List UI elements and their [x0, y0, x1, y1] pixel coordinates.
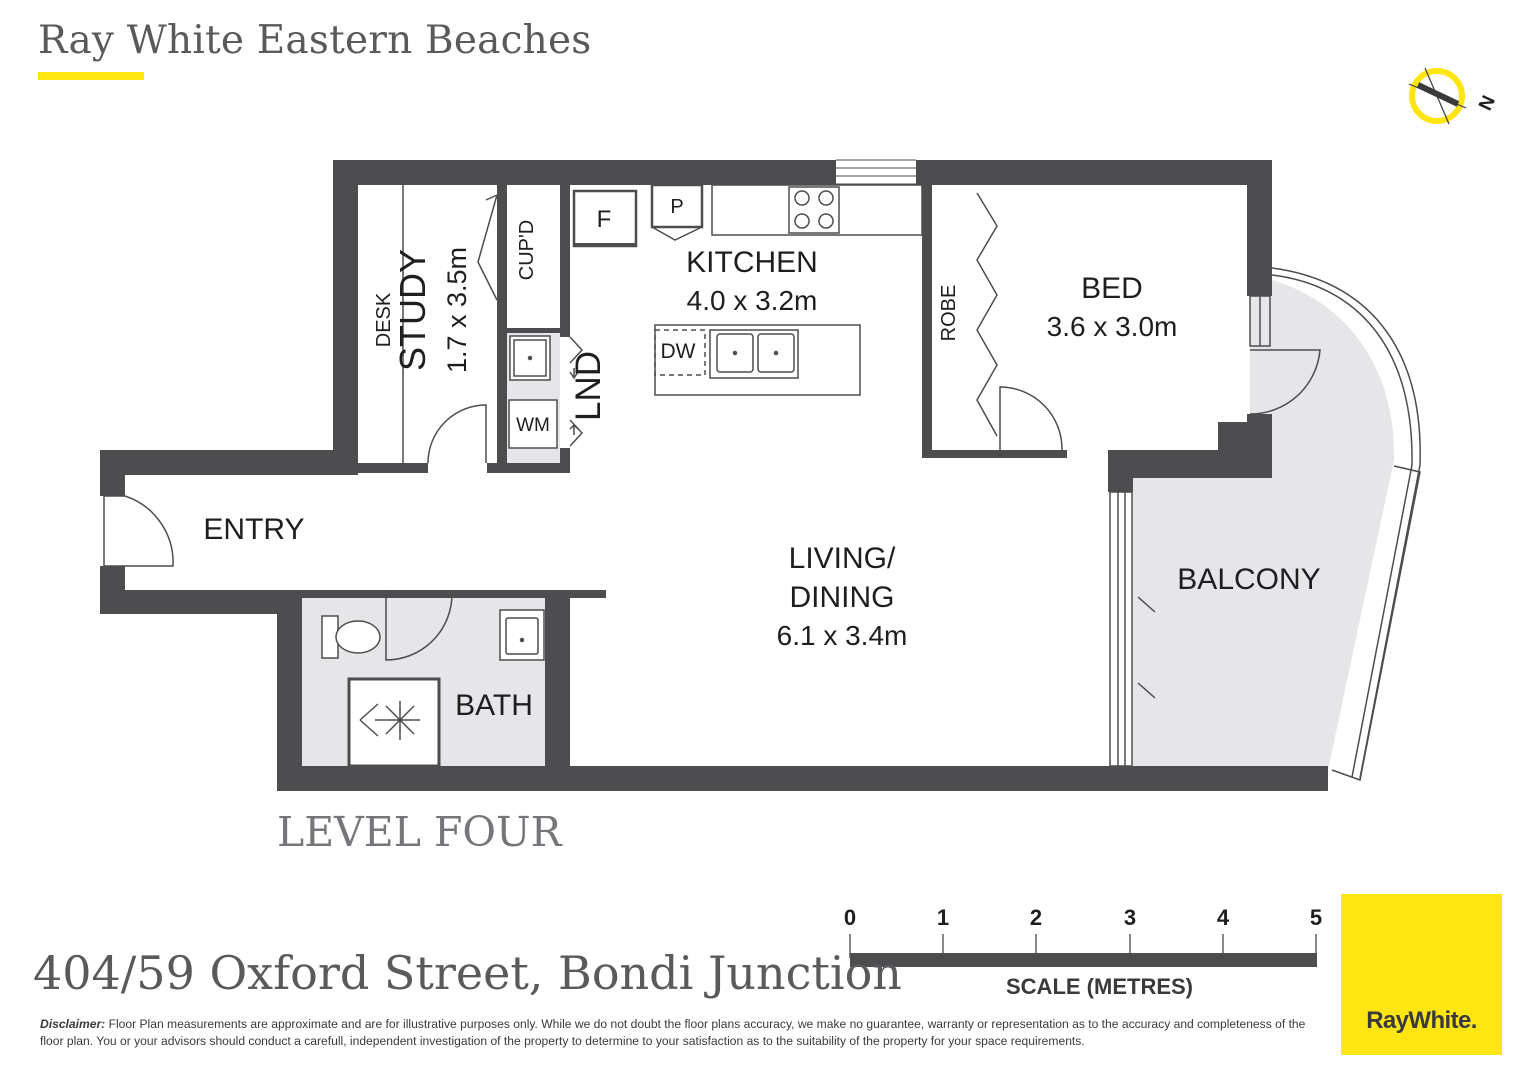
- walls: [100, 160, 1328, 791]
- room-label-study: STUDY: [392, 249, 433, 371]
- disclaimer-text: Floor Plan measurements are approximate …: [40, 1017, 1306, 1048]
- entry-door-icon: [103, 495, 174, 567]
- desk-label: DESK: [373, 292, 395, 347]
- room-size-study: 1.7 x 3.5m: [442, 247, 472, 373]
- room-label-bath: BATH: [455, 689, 533, 722]
- kitchen-fixtures: [572, 159, 923, 396]
- balcony-area: [1133, 280, 1395, 770]
- study-fixtures: [402, 185, 498, 464]
- room-size-bed: 3.6 x 3.0m: [1047, 311, 1178, 342]
- dishwasher-label: DW: [661, 340, 696, 363]
- room-label-entry: ENTRY: [203, 513, 304, 546]
- property-address: 404/59 Oxford Street, Bondi Junction: [33, 946, 902, 1000]
- room-size-living: 6.1 x 3.4m: [777, 620, 908, 651]
- robe-label: ROBE: [938, 285, 960, 342]
- agency-underline: [38, 72, 144, 80]
- scale-tick-5: 5: [1310, 905, 1322, 930]
- room-label-kitchen: KITCHEN: [686, 246, 818, 279]
- room-label-balcony: BALCONY: [1177, 563, 1320, 596]
- scale-tick-1: 1: [937, 905, 949, 930]
- agency-name: Ray White Eastern Beaches: [38, 18, 592, 63]
- room-label-living: LIVING/: [789, 542, 896, 575]
- fridge-label: F: [597, 206, 612, 233]
- room-label-laundry: LND: [569, 351, 608, 421]
- room-size-kitchen: 4.0 x 3.2m: [687, 285, 818, 316]
- scale-bar: 0 1 2 3 4 5: [844, 905, 1322, 967]
- scale-tick-2: 2: [1030, 905, 1042, 930]
- scale-label: SCALE (METRES): [1006, 974, 1193, 999]
- robe-fixtures: [976, 192, 1063, 451]
- washing-machine-label: WM: [516, 415, 550, 436]
- balcony-fixtures: [1109, 267, 1421, 781]
- laundry-fixtures: [508, 335, 584, 449]
- bath-fixtures: [321, 590, 545, 768]
- scale-tick-3: 3: [1124, 905, 1136, 930]
- raywhite-logo-text: RayWhite.: [1366, 1007, 1477, 1034]
- disclaimer-heading: Disclaimer:: [40, 1017, 106, 1031]
- compass-label: N: [1475, 92, 1500, 113]
- north-arrow-icon: N: [1408, 67, 1500, 125]
- raywhite-logo: RayWhite.: [1341, 894, 1502, 1055]
- room-label-dining: DINING: [790, 581, 895, 614]
- scale-tick-0: 0: [844, 905, 856, 930]
- cupboard-label: CUP'D: [516, 220, 538, 281]
- disclaimer: Disclaimer: Floor Plan measurements are …: [40, 1016, 1330, 1050]
- pantry-label: P: [670, 196, 683, 218]
- scale-tick-4: 4: [1217, 905, 1230, 930]
- level-label: LEVEL FOUR: [277, 808, 562, 856]
- room-label-bed: BED: [1081, 272, 1143, 305]
